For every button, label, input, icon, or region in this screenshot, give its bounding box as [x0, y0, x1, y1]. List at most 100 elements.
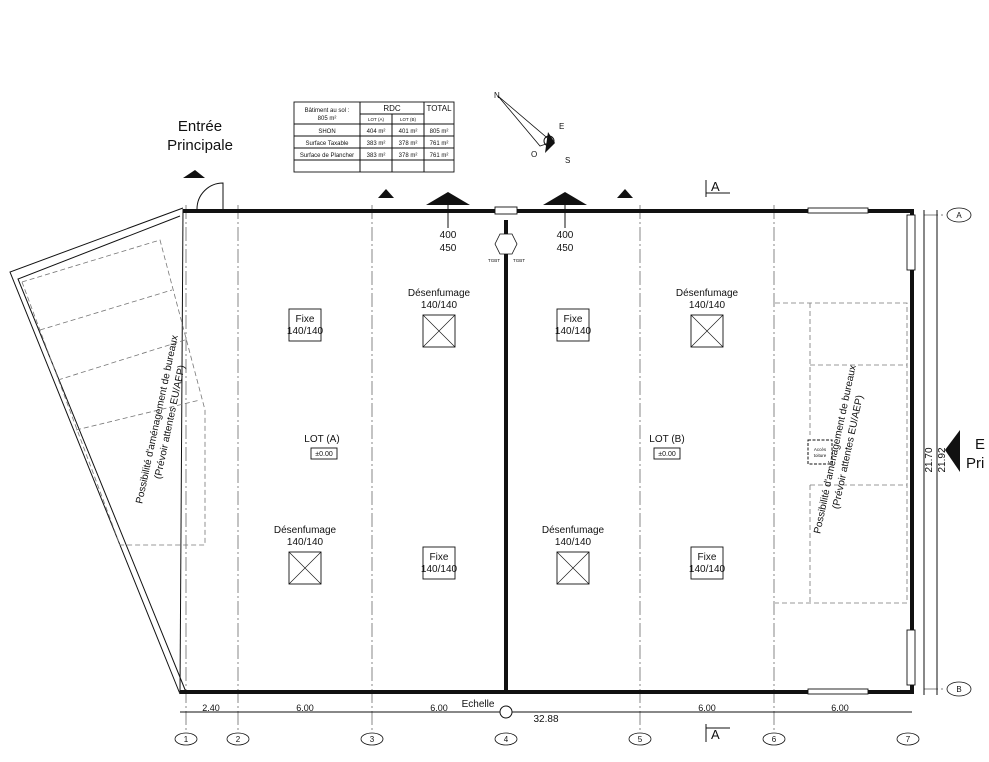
axis-label: 1	[184, 735, 189, 744]
svg-text:toiture: toiture	[814, 453, 827, 458]
svg-text:TGBT: TGBT	[488, 258, 500, 263]
grid-lines	[185, 205, 945, 732]
table-cell: Surface Taxable	[306, 141, 350, 147]
svg-text:140/140: 140/140	[421, 300, 458, 311]
svg-text:140/140: 140/140	[555, 326, 592, 337]
compass-o: O	[531, 150, 537, 159]
table-cell: 383 m²	[367, 153, 386, 159]
table-cell: 805 m²	[430, 129, 449, 135]
axis-label: 2	[236, 735, 241, 744]
svg-text:Fixe: Fixe	[430, 552, 449, 563]
compass-n: N	[494, 91, 500, 100]
axis-label: 7	[906, 735, 911, 744]
compass-e: E	[559, 122, 564, 131]
svg-text:140/140: 140/140	[421, 564, 458, 575]
entrance-label: Principale	[167, 137, 233, 154]
grid-axes: 1 2 3 4 5 6 7 A B	[174, 207, 972, 746]
height-dim: 21.70	[924, 447, 935, 472]
axis-label: 3	[370, 735, 375, 744]
svg-text:Désenfumage: Désenfumage	[274, 525, 337, 536]
loading-door-1: 400 450	[426, 192, 470, 254]
svg-text:140/140: 140/140	[287, 537, 324, 548]
entrance-arrow-icon	[183, 170, 205, 178]
section-marker-top: A	[705, 179, 730, 197]
svg-text:TGBT: TGBT	[513, 258, 525, 263]
svg-text:Fixe: Fixe	[296, 314, 315, 325]
svg-text:6.00: 6.00	[831, 703, 849, 713]
svg-text:400: 400	[440, 230, 457, 241]
loading-door-2: 400 450	[543, 192, 587, 254]
table-cell: 401 m²	[399, 129, 418, 135]
axis-label: B	[956, 685, 961, 694]
door-arrow-icon	[378, 189, 394, 198]
table-cell: Surface de Plancher	[300, 153, 354, 159]
svg-text:140/140: 140/140	[287, 326, 324, 337]
axis-label: 4	[504, 735, 509, 744]
table-cell: 383 m²	[367, 141, 386, 147]
svg-text:Accès: Accès	[814, 447, 827, 452]
lot-a-level: ±0.00	[315, 451, 333, 458]
office-note-left: Possibilité d'aménagement de bureaux (Pr…	[134, 334, 187, 505]
svg-text:Fixe: Fixe	[698, 552, 717, 563]
compass-s: S	[565, 156, 570, 165]
roof-access: Accès toiture	[807, 439, 833, 465]
svg-text:450: 450	[440, 243, 457, 254]
lot-b-label: LOT (B)	[649, 434, 684, 445]
height-dim: 21.92	[937, 447, 948, 472]
svg-text:32.88: 32.88	[533, 714, 558, 725]
compass-icon: N E S O	[494, 91, 570, 165]
table-header: RDC	[383, 104, 401, 113]
table-header: 805 m²	[318, 116, 337, 122]
section-label: A	[711, 727, 720, 742]
svg-text:Désenfumage: Désenfumage	[542, 525, 605, 536]
axis-label: 6	[772, 735, 777, 744]
surface-table: Bâtiment au sol : 805 m² RDC TOTAL LOT (…	[293, 101, 455, 173]
table-header: Bâtiment au sol :	[305, 108, 350, 114]
axis-label: A	[956, 211, 962, 220]
svg-text:140/140: 140/140	[689, 300, 726, 311]
svg-text:140/140: 140/140	[555, 537, 592, 548]
svg-text:Echelle: Echelle	[462, 699, 495, 710]
svg-text:400: 400	[557, 230, 574, 241]
table-cell: 761 m²	[430, 141, 449, 147]
lot-a-label: LOT (A)	[304, 434, 339, 445]
svg-text:140/140: 140/140	[689, 564, 726, 575]
table-cell: 404 m²	[367, 129, 386, 135]
table-cell: 378 m²	[399, 153, 418, 159]
table-cell: 761 m²	[430, 153, 449, 159]
svg-text:6.00: 6.00	[296, 703, 314, 713]
svg-text:Désenfumage: Désenfumage	[408, 288, 471, 299]
svg-text:Désenfumage: Désenfumage	[676, 288, 739, 299]
entrance-label: Pri	[966, 455, 984, 472]
svg-text:Fixe: Fixe	[564, 314, 583, 325]
svg-text:2.40: 2.40	[202, 703, 220, 713]
office-areas	[21, 239, 908, 604]
dimension-line: 2.40 6.00 6.00 6.00 6.00 32.88 Echelle	[180, 699, 912, 725]
section-label: A	[711, 179, 720, 194]
entrance-arrow-icon	[945, 430, 960, 472]
table-header: LOT (A)	[368, 117, 384, 122]
tgbt-panel: TGBT TGBT	[488, 233, 525, 263]
axis-label: 5	[638, 735, 643, 744]
table-cell: 378 m²	[399, 141, 418, 147]
table-cell: SHON	[318, 129, 335, 135]
building-walls	[9, 182, 916, 695]
lot-b-level: ±0.00	[658, 451, 676, 458]
svg-text:6.00: 6.00	[430, 703, 448, 713]
svg-text:6.00: 6.00	[698, 703, 716, 713]
entrance-label: Entrée	[178, 118, 222, 135]
table-header: LOT (B)	[400, 117, 416, 122]
svg-text:450: 450	[557, 243, 574, 254]
table-header: TOTAL	[426, 104, 452, 113]
entrance-label: E	[975, 436, 985, 453]
door-arrow-icon	[617, 189, 633, 198]
